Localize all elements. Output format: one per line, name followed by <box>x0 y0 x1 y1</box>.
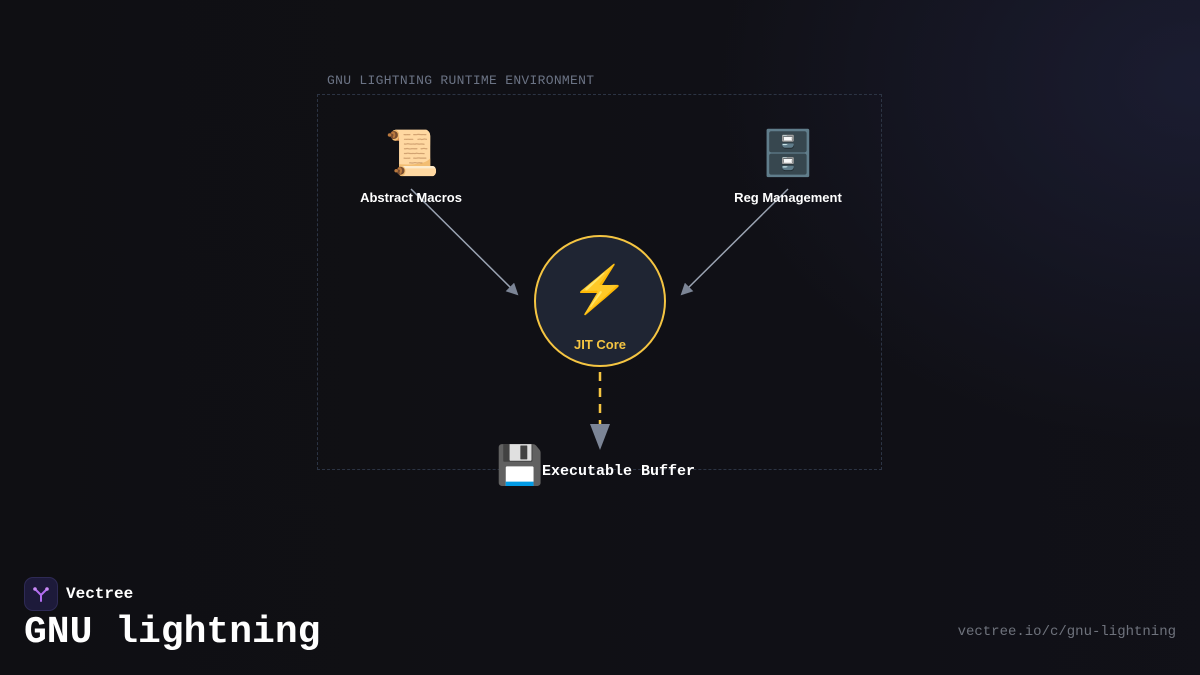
edge-core-to-buffer-arrowhead <box>590 424 610 450</box>
file-cabinet-icon: 🗄️ <box>760 129 816 178</box>
executable-buffer-label: Executable Buffer <box>542 463 696 480</box>
floppy-disk-icon: 💾 <box>496 445 544 487</box>
vectree-logo-icon <box>24 577 58 611</box>
brand-name: Vectree <box>66 585 134 603</box>
edge-macros-to-core <box>410 188 519 296</box>
environment-label: GNU LIGHTNING RUNTIME ENVIRONMENT <box>327 73 595 88</box>
jit-core-label: JIT Core <box>573 337 626 352</box>
environment-boundary <box>317 94 882 470</box>
scroll-icon: 📜 <box>384 129 440 178</box>
reg-management-label: Reg Management <box>734 190 842 205</box>
brand: Vectree <box>24 577 133 611</box>
lightning-icon: ⚡ <box>571 263 629 315</box>
page-title: GNU lightning <box>24 611 321 654</box>
jit-core-node: ⚡ JIT Core <box>534 235 666 367</box>
tree-branch-icon <box>33 587 49 602</box>
abstract-macros-label: Abstract Macros <box>360 190 462 205</box>
page-url[interactable]: vectree.io/c/gnu-lightning <box>957 624 1176 640</box>
edge-regs-to-core <box>680 188 789 296</box>
